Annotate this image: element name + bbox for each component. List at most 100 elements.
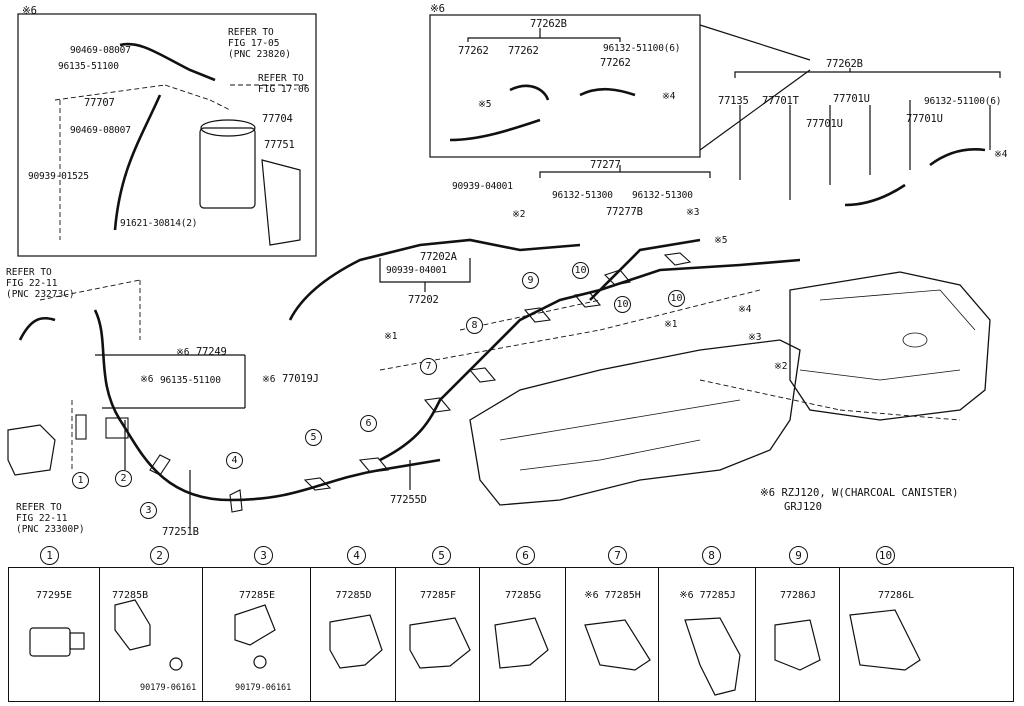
callout-6: 6 xyxy=(360,415,377,432)
refer-pnc-c: (PNC 23273C) xyxy=(6,289,75,300)
part-77701T: 77701T xyxy=(762,95,799,107)
charcoal-canister xyxy=(199,127,256,209)
refer-to-c: REFER TO xyxy=(6,267,52,278)
legend-part-10: 77286L xyxy=(878,590,915,601)
part-96132-51300-b: 96132-51300 xyxy=(632,190,693,201)
part-77701U-b: 77701U xyxy=(806,118,843,130)
mark-6-hose: ※6 xyxy=(430,3,445,15)
hose-right-2 xyxy=(929,148,986,167)
callout-5: 5 xyxy=(305,429,322,446)
refer-pnc-d: (PNC 23300P) xyxy=(16,524,85,535)
mark-4-tank: ※4 xyxy=(738,304,752,315)
part-77701U-a: 77701U xyxy=(833,93,870,105)
part-77255D: 77255D xyxy=(390,494,427,506)
legend-cell-6: 77285G xyxy=(479,568,566,701)
part-77277: 77277 xyxy=(590,159,621,171)
tube-vent xyxy=(288,238,581,321)
part-90469-08007: 90469-08007 xyxy=(70,45,131,56)
refer-to-a: REFER TO xyxy=(228,27,274,38)
part-91621-30814: 91621-30814(2) xyxy=(120,218,198,229)
mark-2-center: ※2 xyxy=(512,209,526,220)
legend-cell-5: 77285F xyxy=(395,568,480,701)
legend-part-4: 77285D xyxy=(335,590,372,601)
part-77277B: 77277B xyxy=(606,206,643,218)
sub-tank xyxy=(789,271,991,421)
part-96132-51100-right: 96132-51100(6) xyxy=(924,96,1002,107)
refer-to-b: REFER TO xyxy=(258,73,304,84)
canister-pipe xyxy=(113,94,162,231)
hose-c xyxy=(579,87,636,97)
legend-header-10: 10 xyxy=(876,546,895,565)
legend-header-9: 9 xyxy=(789,546,808,565)
part-77019J: 77019J xyxy=(282,373,319,385)
left-hose xyxy=(18,316,56,341)
hose-a xyxy=(449,118,541,142)
legend-part-2: 77285B xyxy=(112,590,149,601)
part-77262B-right: 77262B xyxy=(826,58,863,70)
legend-extra-2: 90179-06161 xyxy=(140,683,197,693)
legend-part-1: 77295E xyxy=(35,590,73,601)
callout-7: 7 xyxy=(420,358,437,375)
part-90939-01525: 90939-01525 xyxy=(28,171,89,182)
model-note-line2: GRJ120 xyxy=(784,501,822,513)
callout-10-b: 10 xyxy=(614,296,631,313)
mark-3-center: ※3 xyxy=(686,207,700,218)
legend-cell-7: ※6 77285H xyxy=(565,568,659,701)
callout-2: 2 xyxy=(115,470,132,487)
mark-5-center: ※5 xyxy=(714,235,728,246)
callout-8: 8 xyxy=(466,317,483,334)
part-77751: 77751 xyxy=(264,139,295,151)
legend-header-1: 1 xyxy=(40,546,59,565)
part-77701U-c: 77701U xyxy=(906,113,943,125)
legend-extra-3: 90179-06161 xyxy=(235,683,292,693)
mark-6-77019J: ※6 xyxy=(262,374,276,385)
legend-header-2: 2 xyxy=(150,546,169,565)
canister-bracket xyxy=(261,159,301,246)
legend-header-7: 7 xyxy=(608,546,627,565)
mark-3-tank: ※3 xyxy=(748,332,762,343)
callout-10-c: 10 xyxy=(668,290,685,307)
legend-cell-10: 77286L xyxy=(839,568,1012,701)
refer-fig-b: FIG 17-06 xyxy=(258,84,310,95)
legend-header-5: 5 xyxy=(432,546,451,565)
tube-upper xyxy=(379,258,801,462)
mark-5-box: ※5 xyxy=(478,99,492,110)
callout-9: 9 xyxy=(522,272,539,289)
callout-1: 1 xyxy=(72,472,89,489)
canister-hose xyxy=(119,42,216,82)
legend-part-9: 77286J xyxy=(779,590,817,601)
mark-4-box: ※4 xyxy=(662,91,676,102)
refer-to-d: REFER TO xyxy=(16,502,62,513)
part-77135: 77135 xyxy=(718,95,749,107)
part-77251B: 77251B xyxy=(162,526,199,538)
hose-detail-box xyxy=(429,14,701,158)
part-77262-a: 77262 xyxy=(458,45,489,57)
legend-cell-2: 77285B 90179-06161 xyxy=(99,568,203,701)
mark-6-77249: ※6 xyxy=(176,347,190,358)
legend-part-7: ※6 77285H xyxy=(584,590,641,601)
refer-fig-d: FIG 22-11 xyxy=(16,513,68,524)
legend-cell-1: 77295E xyxy=(9,568,99,701)
legend-cell-3: 77285E 90179-06161 xyxy=(202,568,311,701)
legend-cell-8: ※6 77285J xyxy=(658,568,756,701)
left-pump xyxy=(7,424,56,476)
part-77262-b: 77262 xyxy=(508,45,539,57)
part-96132-51300-a: 96132-51300 xyxy=(552,190,613,201)
part-77202A: 77202A xyxy=(420,251,457,263)
hose-right-1 xyxy=(844,183,906,207)
part-96135-51100-center: 96135-51100 xyxy=(160,375,221,386)
legend-part-3: 77285E xyxy=(238,590,276,601)
legend-header-6: 6 xyxy=(516,546,535,565)
part-90939-04001-b: 90939-04001 xyxy=(386,265,447,276)
part-77262B-box: 77262B xyxy=(530,18,567,30)
callout-3: 3 xyxy=(140,502,157,519)
callout-10-a: 10 xyxy=(572,262,589,279)
part-77249: 77249 xyxy=(196,346,227,358)
callout-4: 4 xyxy=(226,452,243,469)
legend-header-8: 8 xyxy=(702,546,721,565)
mark-4-right: ※4 xyxy=(994,149,1008,160)
refer-fig-c: FIG 22-11 xyxy=(6,278,58,289)
part-77704: 77704 xyxy=(262,113,293,125)
mark-1-tank: ※1 xyxy=(664,319,678,330)
